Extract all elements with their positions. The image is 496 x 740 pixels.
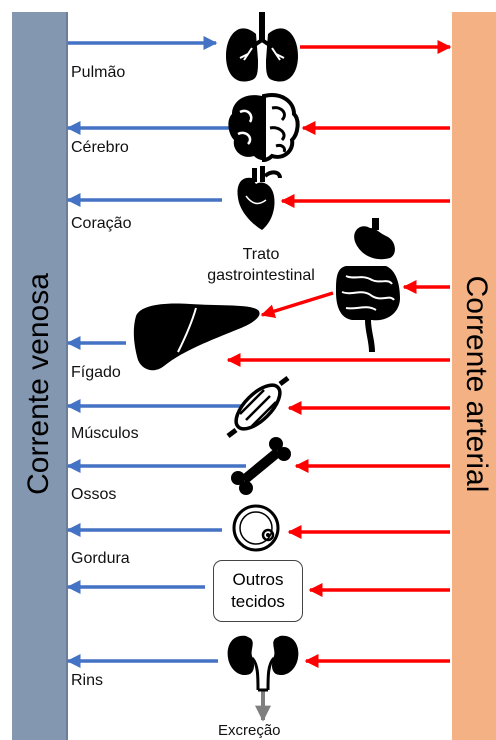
excretion-label: Excreção (218, 722, 281, 739)
kidneys-icon (228, 636, 299, 690)
fat-cell-icon (234, 506, 278, 550)
heart-label: Coração (71, 215, 131, 233)
heart-icon (238, 166, 280, 230)
gi-label-line2: gastrointestinal (185, 265, 337, 286)
lungs-icon (226, 12, 298, 82)
muscles-label: Músculos (71, 425, 139, 443)
brain-label: Cérebro (71, 139, 129, 157)
other-tissues-box: Outros tecidos (213, 560, 303, 622)
gi-to-liver-arrow (262, 293, 333, 315)
bones-label: Ossos (71, 486, 116, 504)
other-tissues-line1: Outros (232, 569, 283, 591)
brain-icon (228, 95, 297, 160)
other-tissues-line2: tecidos (231, 591, 285, 613)
gi-label-line1: Trato (185, 244, 337, 265)
gi-tract-label: Trato gastrointestinal (185, 244, 337, 286)
liver-label: Fígado (71, 364, 121, 382)
lung-label: Pulmão (71, 64, 125, 82)
fat-label: Gordura (71, 550, 130, 568)
stomach-intestine-icon (336, 218, 400, 352)
kidneys-label: Rins (71, 672, 103, 690)
